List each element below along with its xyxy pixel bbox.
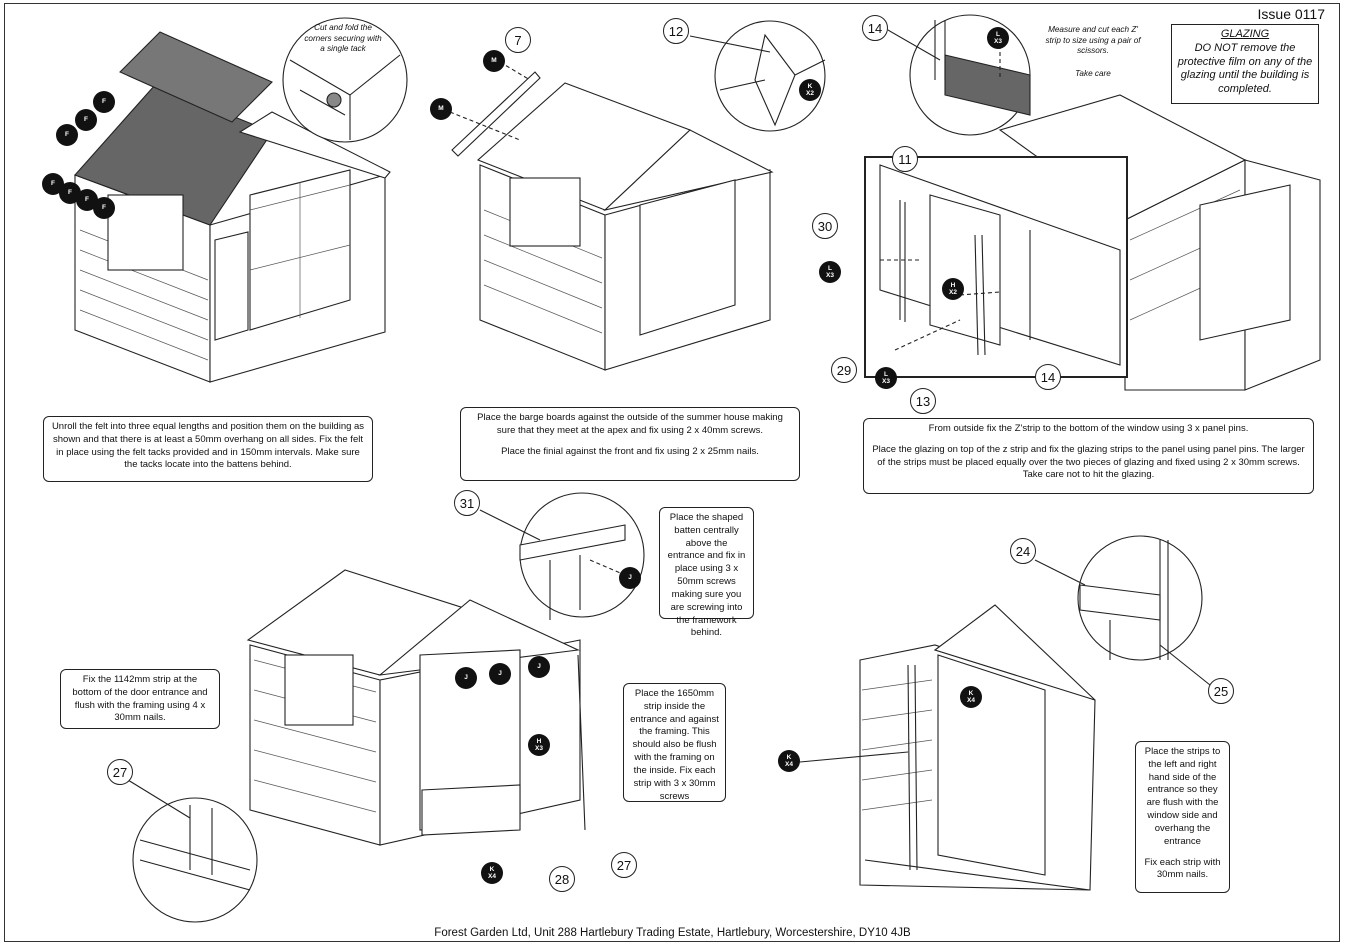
barge-instruction-2: Place the finial against the front and f… [501, 445, 759, 457]
footer-address: Forest Garden Ltd, Unit 288 Hartlebury T… [434, 927, 911, 939]
felt-instruction-box: Unroll the felt into three equal lengths… [43, 416, 373, 482]
fixing-tag-f: F [42, 173, 64, 195]
fixing-tag-f: F [93, 197, 115, 219]
part-number: 31 [454, 490, 480, 516]
part-number: 14 [862, 15, 888, 41]
zoom-side-strip-detail [1079, 540, 1169, 660]
strip-1142-instruction: Fix the 1142mm strip at the bottom of th… [72, 674, 208, 724]
shed-glazing-illustration [998, 94, 1321, 391]
part-number: 30 [812, 213, 838, 239]
side-strips-instruction-box: Place the strips to the left and right h… [1135, 741, 1230, 893]
leader-line [689, 35, 771, 53]
leader-line [887, 29, 941, 61]
side-strips-instruction-2: Fix each strip with 30mm nails. [1144, 856, 1221, 881]
zoom-z-strip-detail [934, 20, 1031, 116]
page-frame [4, 3, 1340, 942]
fixing-tag-j: J [489, 663, 511, 685]
fixing-tag-f: F [56, 124, 78, 146]
leader-line [799, 751, 909, 763]
part-number: 24 [1010, 538, 1036, 564]
leader-line [449, 111, 521, 141]
fixing-tag-f: F [93, 91, 115, 113]
glazing-instruction-2: Place the glazing on top of the z strip … [872, 443, 1305, 481]
zoom-1142-strip-detail [139, 805, 251, 891]
batten-instruction-box: Place the shaped batten centrally above … [659, 507, 754, 638]
strip-1650-instruction-box: Place the 1650mm strip inside the entran… [623, 683, 726, 802]
fixing-tag-m: M [430, 98, 452, 120]
zoom-finial-detail [719, 33, 826, 127]
leader-line [1159, 644, 1211, 686]
shed-batten-illustration [246, 569, 586, 846]
strip-1142-instruction-box: Fix the 1142mm strip at the bottom of th… [60, 669, 220, 729]
part-number: 29 [831, 357, 857, 383]
measure-text: Measure and cut each Z' strip to size us… [1045, 25, 1141, 56]
glazing-instruction-box: From outside fix the Z'strip to the bott… [863, 418, 1314, 494]
glazing-title: GLAZING [1220, 28, 1270, 40]
leader-line [479, 509, 541, 541]
cut-fold-callout: Cut and fold the corners securing with a… [304, 23, 382, 54]
glazing-warning-box: GLAZING DO NOT remove the protective fil… [1171, 24, 1319, 104]
fixing-tag-j: J [455, 667, 477, 689]
glazing-text: DO NOT remove the protective film on any… [1177, 41, 1313, 95]
batten-instruction: Place the shaped batten centrally above … [667, 512, 746, 639]
shed-felt-roof-illustration [74, 31, 391, 383]
fixing-tag-j: J [528, 656, 550, 678]
leader-line [127, 779, 191, 819]
part-number: 13 [910, 388, 936, 414]
side-strips-instruction-1: Place the strips to the left and right h… [1144, 746, 1221, 847]
shed-barge-board-illustration [451, 71, 774, 371]
zoom-cut-fold-detail [289, 54, 401, 140]
zoom-window-detail [879, 164, 1121, 366]
fixing-tag-f: F [75, 109, 97, 131]
shed-side-strips-illustration [859, 604, 1096, 891]
fixing-tag-m: M [483, 50, 505, 72]
take-care-text: Take care [1075, 68, 1111, 78]
part-number: 27 [107, 759, 133, 785]
zoom-circle-cut-fold [282, 17, 408, 143]
fixing-tag-f: F [76, 189, 98, 211]
issue-number: Issue 0117 [1257, 6, 1325, 22]
part-number: 27 [611, 852, 637, 878]
part-number: 14 [1035, 364, 1061, 390]
part-number: 7 [505, 27, 531, 53]
leader-line [1034, 559, 1086, 586]
zoom-circle-1142-strip [132, 797, 258, 923]
part-number: 12 [663, 18, 689, 44]
glazing-instruction-1: From outside fix the Z'strip to the bott… [928, 423, 1249, 434]
strip-1650-instruction: Place the 1650mm strip inside the entran… [630, 688, 719, 802]
felt-instruction: Unroll the felt into three equal lengths… [51, 421, 365, 471]
measure-callout: Measure and cut each Z' strip to size us… [1045, 25, 1141, 80]
fixing-tag-f: F [59, 182, 81, 204]
barge-instruction-box: Place the barge boards against the outsi… [460, 407, 800, 481]
part-number: 25 [1208, 678, 1234, 704]
fixing-tag-j: J [619, 567, 641, 589]
barge-instruction-1: Place the barge boards against the outsi… [477, 412, 783, 436]
part-number: 28 [549, 866, 575, 892]
leader-line [499, 61, 531, 81]
part-number: 11 [892, 146, 918, 172]
